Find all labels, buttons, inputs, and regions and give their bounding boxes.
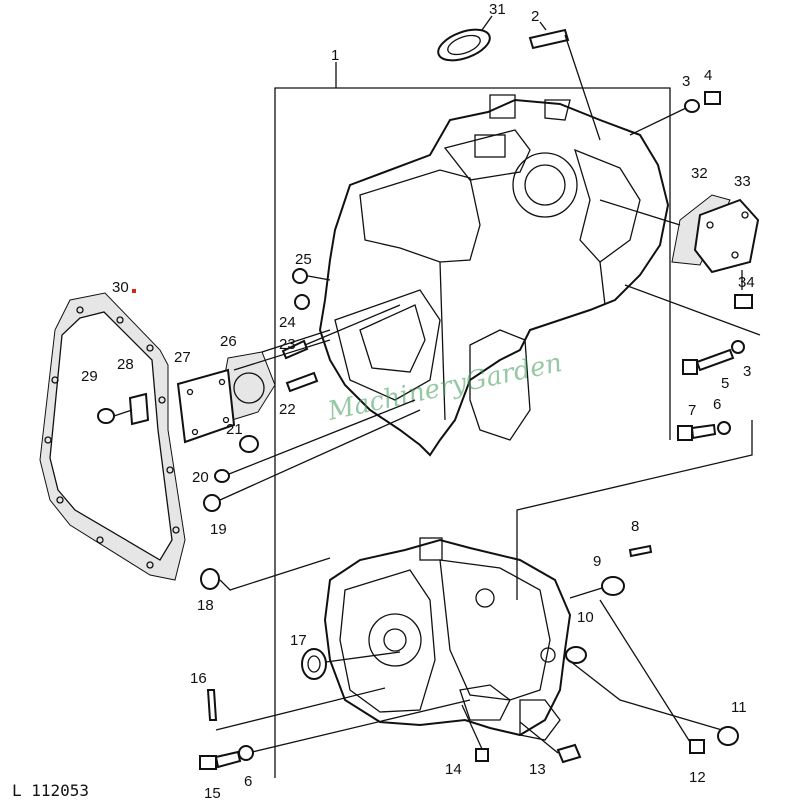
callout-3b: 3	[743, 363, 751, 380]
callout-27: 27	[174, 349, 191, 366]
callout-6a: 6	[713, 396, 721, 413]
marker-square	[132, 289, 136, 293]
callout-19: 19	[210, 521, 227, 538]
bolts-15-16	[199, 687, 471, 770]
stud-part-2	[528, 21, 601, 141]
seal-part-31	[437, 15, 493, 62]
callout-26: 26	[220, 333, 237, 350]
drawing-reference: L 112053	[12, 781, 89, 800]
callout-2: 2	[531, 8, 539, 25]
upper-transmission-case	[318, 94, 670, 457]
callout-13: 13	[529, 761, 546, 778]
callout-11: 11	[731, 699, 747, 716]
plug-part-18	[200, 557, 331, 591]
callout-29: 29	[81, 368, 98, 385]
bolt-washer-5-3	[624, 284, 761, 375]
callout-28: 28	[117, 356, 134, 373]
callout-1: 1	[331, 47, 339, 64]
assembly-bracket	[274, 62, 671, 778]
callout-15: 15	[204, 785, 221, 800]
callout-23: 23	[279, 336, 296, 353]
callout-4: 4	[704, 67, 712, 84]
washer-nut-3-4	[629, 91, 721, 136]
callout-21: 21	[226, 421, 243, 438]
cover-assembly-32-33-34	[599, 194, 760, 309]
plugs-13-14	[461, 704, 582, 764]
callout-7: 7	[688, 402, 696, 419]
callout-5: 5	[721, 375, 729, 392]
callout-30: 30	[112, 279, 129, 296]
gasket-part-30	[39, 289, 186, 581]
callout-32: 32	[691, 165, 708, 182]
callout-17: 17	[290, 632, 307, 649]
callout-6b: 6	[244, 773, 252, 790]
callout-31: 31	[489, 1, 506, 18]
callout-10: 10	[577, 609, 594, 626]
callout-3a: 3	[682, 73, 690, 90]
callout-16: 16	[190, 670, 207, 687]
lower-housing	[323, 537, 572, 741]
callout-18: 18	[197, 597, 214, 614]
callout-8: 8	[631, 518, 639, 535]
callout-20: 20	[192, 469, 209, 486]
callout-25: 25	[295, 251, 312, 268]
callout-34: 34	[738, 274, 755, 291]
callout-14: 14	[445, 761, 462, 778]
callout-22: 22	[279, 401, 296, 418]
callout-labels: 1 2 3 3 4 5 6 6 7 8 9 10 11 12 13 14 15 …	[81, 1, 755, 802]
callout-33: 33	[734, 173, 751, 190]
seal-part-17	[301, 648, 401, 680]
callout-24: 24	[279, 314, 296, 331]
small-parts-19-23	[203, 304, 421, 512]
callout-9: 9	[593, 553, 601, 570]
bolt-washer-7-6	[516, 420, 753, 600]
small-parts-8-12	[565, 544, 739, 754]
plugs-24-25	[292, 268, 331, 310]
cover-gasket-26-27	[176, 329, 331, 444]
callout-12: 12	[689, 769, 706, 786]
